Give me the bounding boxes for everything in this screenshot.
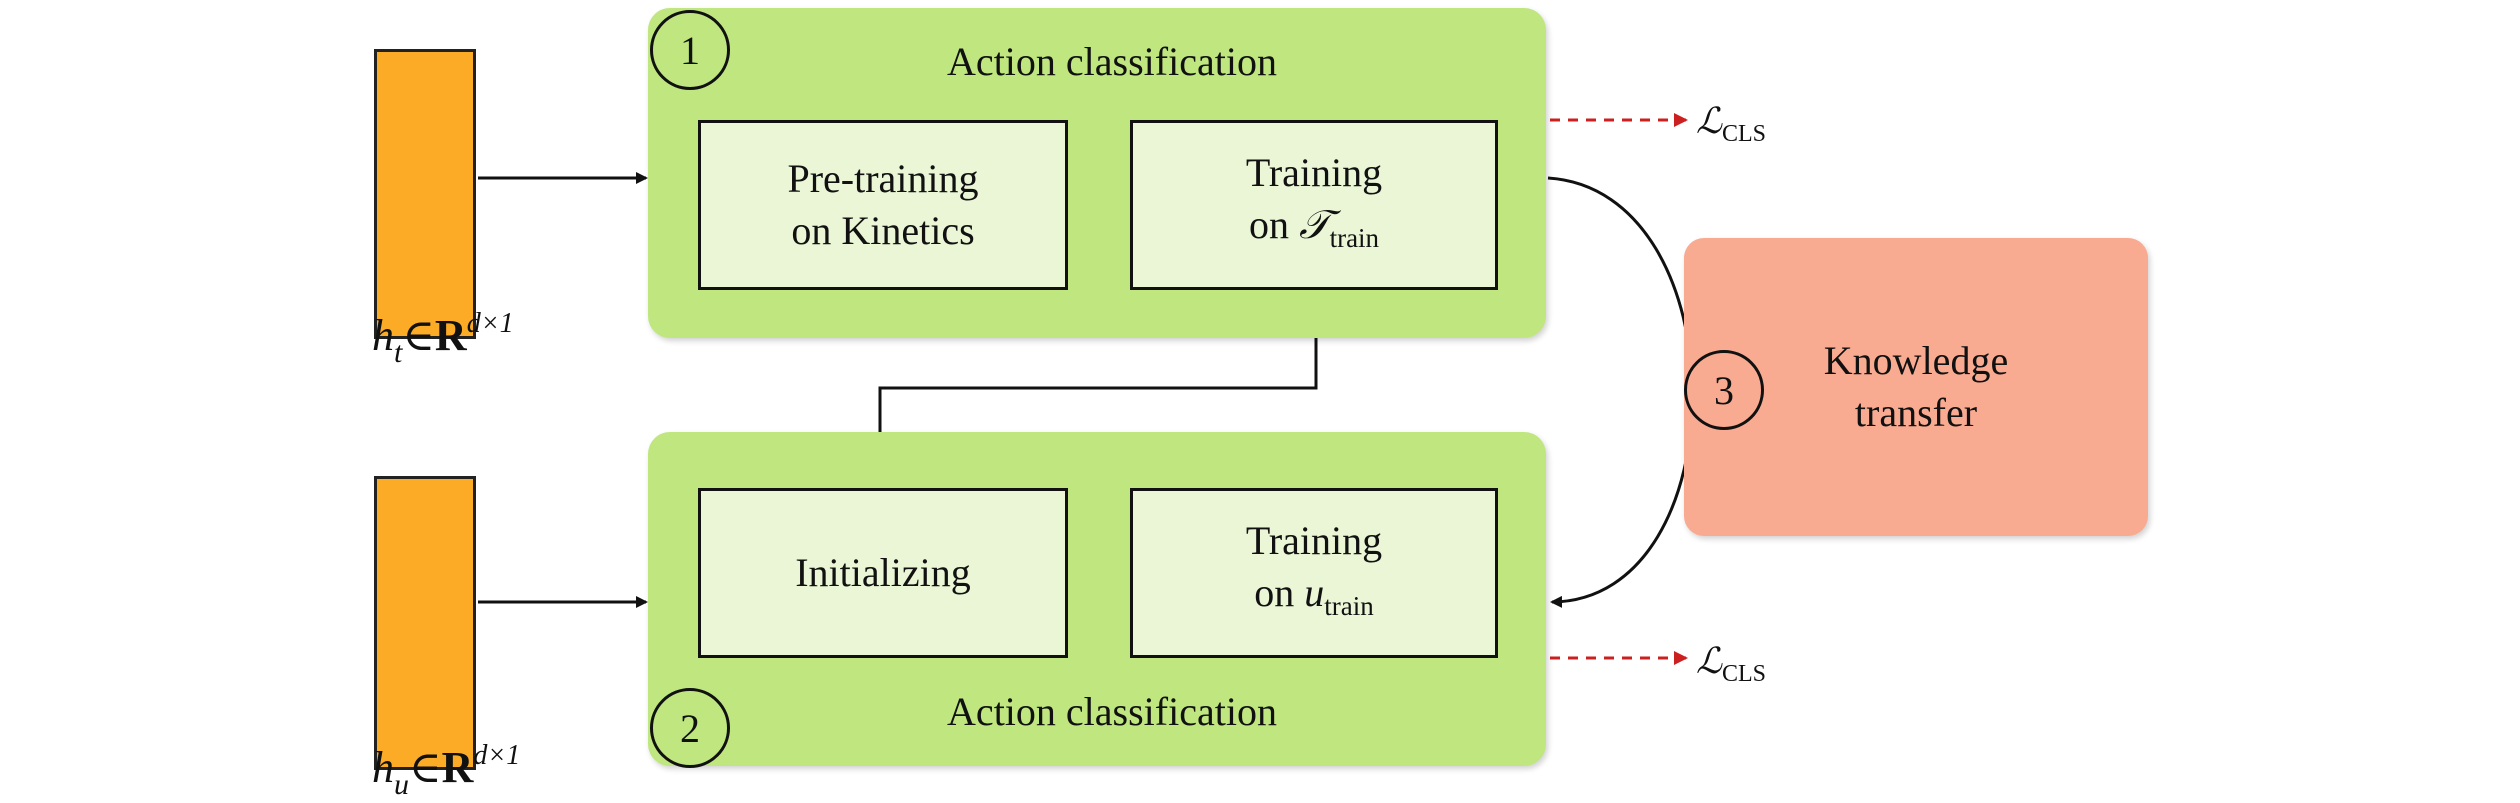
loss-cls-bottom: ℒCLS <box>1696 640 1766 688</box>
feature-u-var: h <box>372 743 394 792</box>
knowledge-line2: transfer <box>1854 390 1978 435</box>
feature-t-var: h <box>372 311 394 360</box>
loss-cls-top: ℒCLS <box>1696 100 1766 148</box>
loss-bottom-sub: CLS <box>1721 661 1766 687</box>
initializing-box: Initializing <box>698 488 1068 658</box>
step-1-badge: 1 <box>650 10 730 90</box>
training-t-symbol: 𝒯 <box>1298 201 1330 248</box>
training-t-line1: Training <box>1245 149 1383 195</box>
panel-title-top: Action classification <box>947 39 1277 84</box>
training-u-prefix: on <box>1254 569 1305 615</box>
loss-bottom-symbol: ℒ <box>1696 641 1722 682</box>
feature-u-sub: u <box>394 768 409 801</box>
feature-u-set: R <box>441 743 474 792</box>
feature-label-t: ht∈Rd×1 <box>372 308 514 370</box>
feature-t-set: R <box>434 311 467 360</box>
loss-top-symbol: ℒ <box>1696 101 1722 142</box>
panel-title-bottom: Action classification <box>947 689 1277 734</box>
loss-top-sub: CLS <box>1721 121 1766 147</box>
training-t-line2: on 𝒯train <box>1249 199 1379 264</box>
step-2-badge: 2 <box>650 688 730 768</box>
arrow-knowledge-transfer-curve <box>1547 176 1694 608</box>
training-t-box: Training on 𝒯train <box>1130 120 1498 290</box>
feature-u-member: ∈ <box>409 743 442 792</box>
initializing-label: Initializing <box>795 550 971 595</box>
training-t-prefix: on <box>1248 201 1299 247</box>
feature-label-u: hu∈Rd×1 <box>372 740 520 802</box>
training-u-line2: on utrain <box>1254 567 1373 632</box>
training-u-sub: train <box>1324 590 1374 621</box>
feature-t-sub: t <box>394 336 403 369</box>
training-t-sub: train <box>1329 222 1380 253</box>
feature-t-dim: d×1 <box>466 308 514 339</box>
knowledge-line1: Knowledge <box>1823 338 2009 383</box>
feature-vector-u <box>374 476 476 770</box>
training-u-line1: Training <box>1245 517 1383 563</box>
training-u-box: Training on utrain <box>1130 488 1498 658</box>
step-3-badge: 3 <box>1684 350 1764 430</box>
pretraining-line1: Pre-training <box>787 156 979 201</box>
feature-u-dim: d×1 <box>473 740 521 771</box>
feature-vector-t <box>374 49 476 339</box>
feature-t-member: ∈ <box>402 311 435 360</box>
pretraining-box: Pre-training on Kinetics <box>698 120 1068 290</box>
training-u-symbol: u <box>1304 569 1325 615</box>
pretraining-line2: on Kinetics <box>791 208 975 253</box>
